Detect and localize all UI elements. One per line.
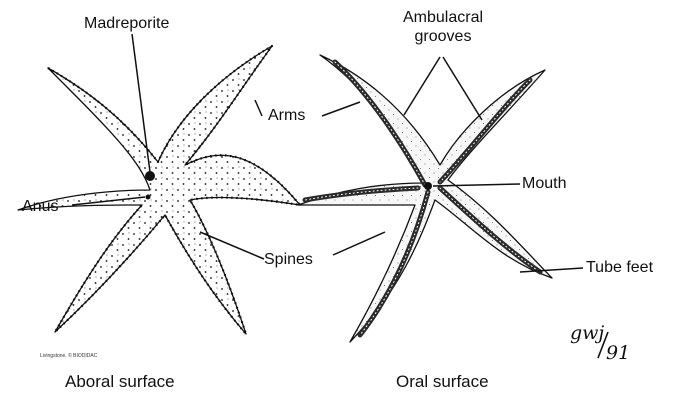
ambulacral-label-line2: grooves xyxy=(415,29,472,45)
aboral-surface-caption: Aboral surface xyxy=(65,372,175,392)
madreporite-label: Madreporite xyxy=(84,16,169,32)
madreporite xyxy=(145,171,155,181)
artist-signature: gwj 91 xyxy=(570,320,630,370)
image-credit: Livingstone, © BIODIDAC xyxy=(40,353,97,359)
ambulacral-label-line1: Ambulacral xyxy=(403,9,483,26)
mouth-label: Mouth xyxy=(522,176,566,192)
arms-leader xyxy=(255,100,262,116)
spines-leader-right xyxy=(333,232,385,255)
ambulacral-leader-right xyxy=(443,57,482,120)
spines-label: Spines xyxy=(264,252,313,268)
oral-surface-caption: Oral surface xyxy=(396,372,489,392)
ambulacral-grooves-label: Ambulacral grooves xyxy=(395,10,491,45)
aboral-starfish xyxy=(18,46,300,334)
anus-label: Anus xyxy=(22,199,58,215)
tube-feet-label: Tube feet xyxy=(586,260,653,276)
anus xyxy=(146,195,151,200)
mouth xyxy=(424,182,432,190)
arms-label: Arms xyxy=(268,108,305,124)
arms-leader-right xyxy=(322,102,360,116)
aboral-body xyxy=(18,46,300,334)
signature-part2: 91 xyxy=(606,342,630,364)
ambulacral-leader-left xyxy=(404,57,440,115)
